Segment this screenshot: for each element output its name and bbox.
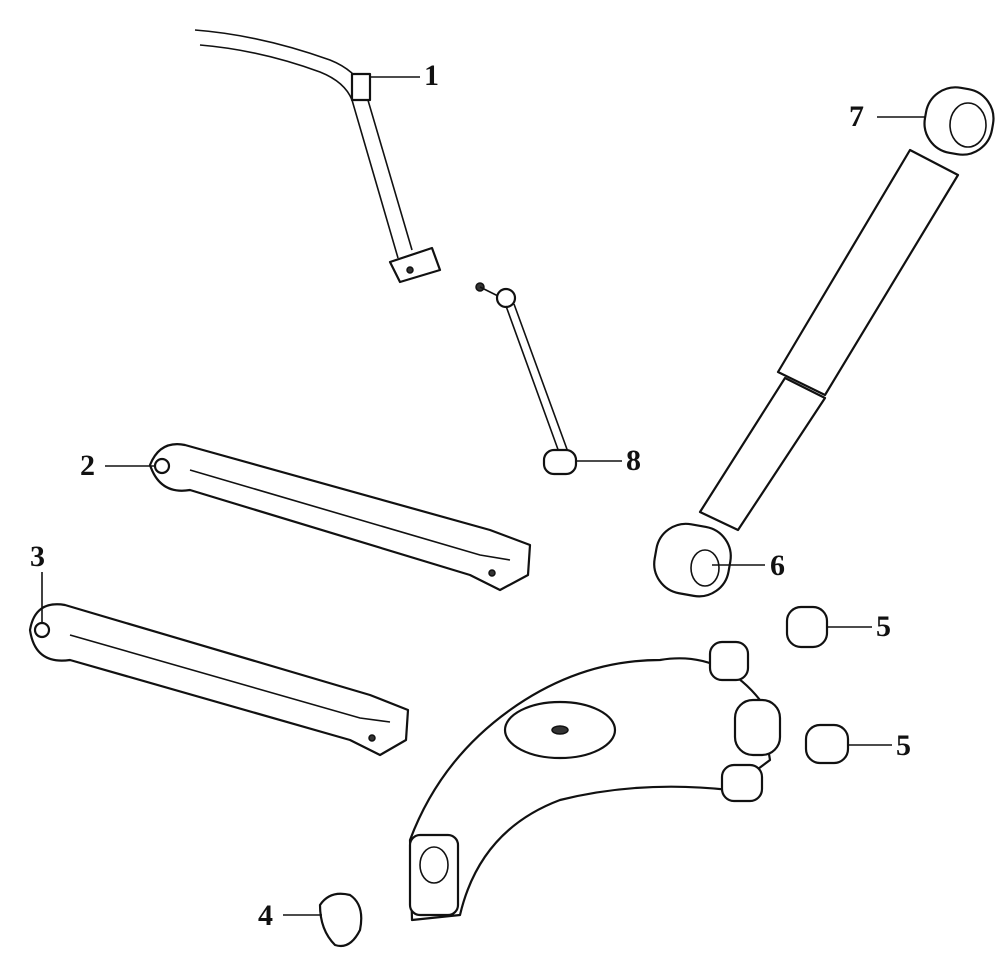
trailing-knuckle	[408, 640, 782, 922]
bump-stop	[318, 892, 363, 948]
callout-1: 1	[424, 59, 439, 92]
callout-5-lower: 5	[896, 729, 911, 762]
callout-3: 3	[30, 540, 45, 573]
stabilizer-link	[475, 282, 578, 476]
callout-5-upper: 5	[876, 610, 891, 643]
callout-2: 2	[80, 449, 95, 482]
stabilizer-bar	[194, 29, 442, 284]
bushing-5-upper	[785, 605, 829, 649]
callout-4: 4	[258, 899, 273, 932]
shock-absorber	[653, 86, 995, 598]
upper-control-arm	[148, 443, 532, 592]
callout-8: 8	[626, 444, 641, 477]
callout-7: 7	[849, 100, 864, 133]
stabilizer-bushing	[350, 72, 372, 102]
lower-control-arm	[28, 603, 410, 757]
callout-6: 6	[770, 549, 785, 582]
bushing-5-lower	[804, 723, 850, 765]
